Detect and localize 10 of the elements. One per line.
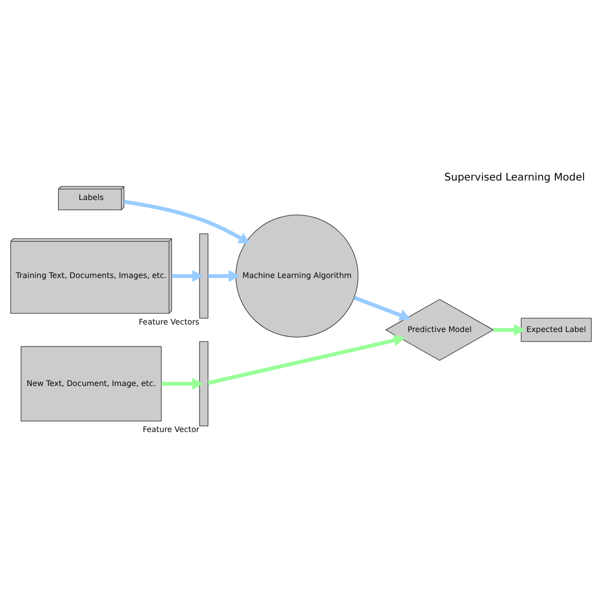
arrow — [493, 324, 526, 336]
arrow — [208, 334, 406, 385]
node-bar — [199, 234, 208, 319]
arrow — [172, 270, 204, 282]
diagram-title: Supervised Learning Model — [444, 172, 586, 184]
arrow — [124, 200, 250, 244]
arrow — [161, 378, 204, 390]
arrow — [354, 296, 411, 321]
node-bar — [199, 341, 208, 426]
arrow — [208, 270, 240, 282]
